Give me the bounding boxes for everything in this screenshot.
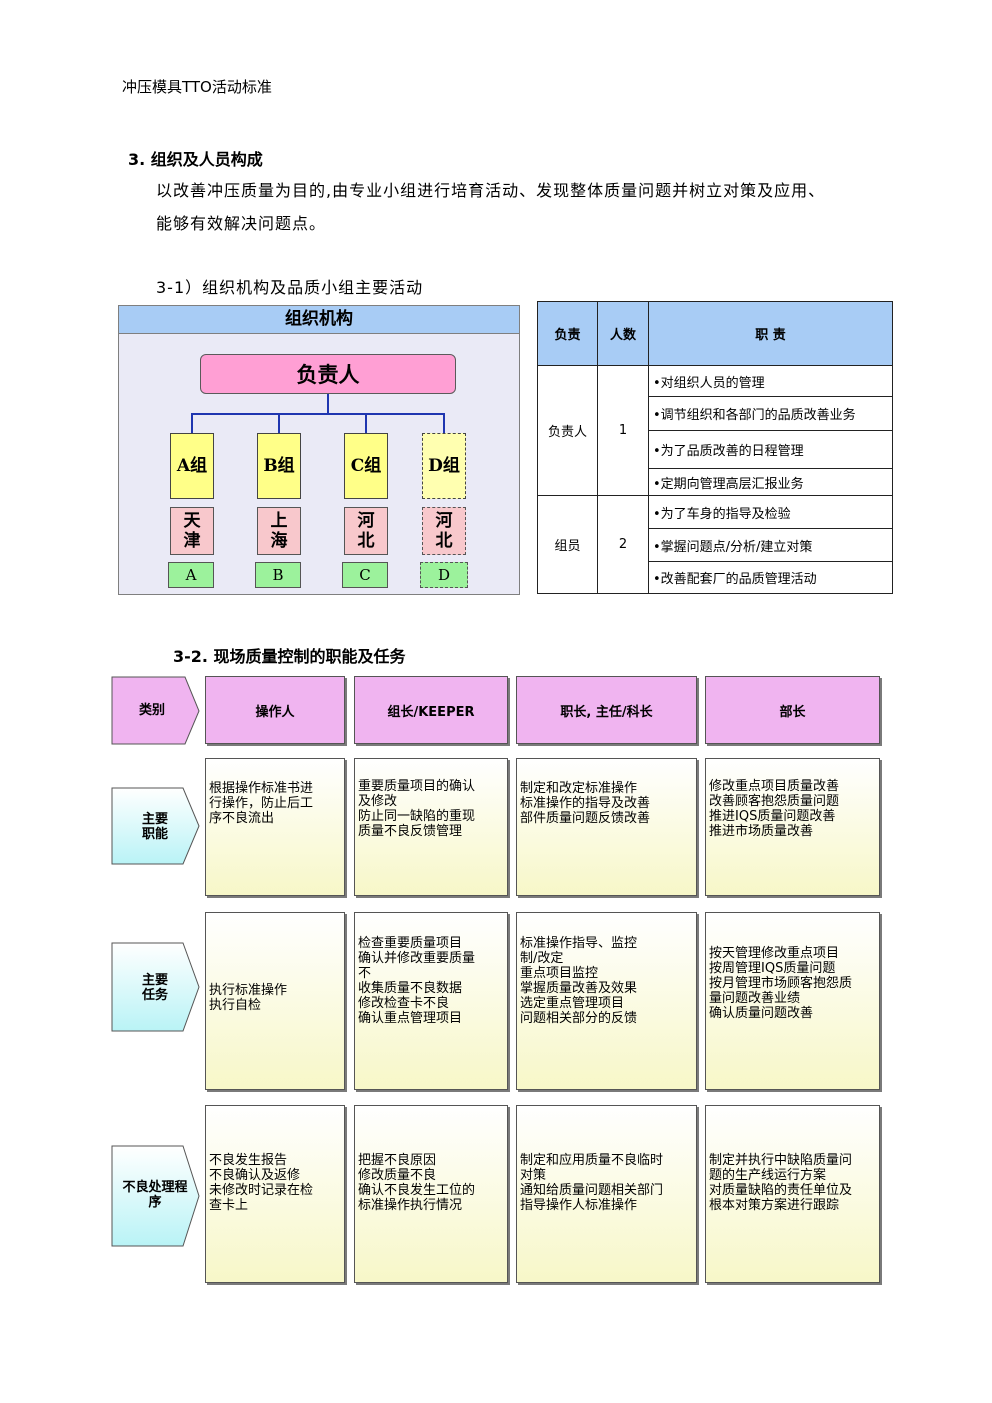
category-label: 类别: [138, 703, 165, 718]
group-a-city: 天津: [170, 507, 214, 555]
subsection-3-1-title: 3-1）组织机构及品质小组主要活动: [156, 278, 424, 297]
count-cell: 2: [597, 495, 649, 594]
cell-defect-operator: 不良发生报告 不良确认及返修 未修改时记录在检 查卡上: [205, 1105, 345, 1283]
row-arrow-icon: [111, 1145, 200, 1247]
column-header-chief: 职长, 主任/科长: [516, 676, 697, 744]
subsection-3-2-title: 3-2. 现场质量控制的职能及任务: [173, 647, 406, 666]
cell-defect-director: 制定并执行中缺陷质量问 题的生产线运行方案 对质量缺陷的责任单位及 根本对策方案…: [705, 1105, 880, 1283]
responsibility-table: 负责 人数 职 责 负责人 1 •对组织人员的管理 •调节组织和各部门的品质改善…: [537, 301, 893, 594]
group-c-city: 河北: [344, 507, 388, 555]
cell-function-chief: 制定和改定标准操作 标准操作的指导及改善 部件质量问题反馈改善: [516, 758, 697, 896]
cell-text: 重要质量项目的确认 及修改 防止同一缺陷的重现 质量不良反馈管理: [358, 779, 476, 839]
group-d-city: 河北: [422, 507, 466, 555]
duty-cell: •改善配套厂的品质管理活动: [648, 561, 893, 594]
cell-defect-leader: 把握不良原因 修改质量不良 确认不良发生工位的 标准操作执行情况: [354, 1105, 508, 1283]
group-a-code: A: [168, 562, 214, 588]
page-header: 冲压模具TTO活动标准: [122, 78, 272, 96]
role-cell: 负责人: [537, 365, 598, 496]
org-chart-title: 组织机构: [119, 306, 519, 334]
category-arrow-icon: [111, 676, 200, 745]
cell-task-operator: 执行标准操作 执行自检: [205, 912, 345, 1090]
cell-text: 按天管理修改重点项目 按周管理IQS质量问题 按月管理市场顾客抱怨质 量问题改善…: [709, 945, 853, 1021]
col-header-count: 人数: [597, 301, 649, 366]
cell-text: 把握不良原因 修改质量不良 确认不良发生工位的 标准操作执行情况: [358, 1153, 476, 1213]
connector-line: [191, 413, 445, 415]
connector-line: [327, 394, 329, 415]
cell-text: 执行标准操作 执行自检: [209, 983, 288, 1013]
row-arrow-icon: [111, 787, 200, 865]
intro-line-1: 以改善冲压质量为目的,由专业小组进行培育活动、发现整体质量问题并树立对策及应用、: [156, 181, 826, 200]
duty-cell: •定期向管理高层汇报业务: [648, 468, 893, 496]
count-cell: 1: [597, 365, 649, 496]
duty-cell: •为了车身的指导及检验: [648, 495, 893, 529]
column-header-leader: 组长/KEEPER: [354, 676, 508, 744]
duty-cell: •掌握问题点/分析/建立对策: [648, 528, 893, 562]
cell-text: 标准操作指导、监控 制/改定 重点项目监控 掌握质量改善及效果 选定重点管理项目…: [520, 936, 638, 1026]
cell-function-operator: 根据操作标准书进 行操作，防止后工 序不良流出: [205, 758, 345, 896]
row-arrow-icon: [111, 942, 200, 1032]
duty-cell: •为了品质改善的日程管理: [648, 430, 893, 469]
cell-function-leader: 重要质量项目的确认 及修改 防止同一缺陷的重现 质量不良反馈管理: [354, 758, 508, 896]
column-header-director: 部长: [705, 676, 880, 744]
cell-text: 制定和应用质量不良临时 对策 通知给质量问题相关部门 指导操作人标准操作: [520, 1153, 664, 1213]
cell-text: 修改重点项目质量改善 改善顾客抱怨质量问题 推进IQS质量问题改善 推进市场质量…: [709, 779, 840, 839]
cell-text: 根据操作标准书进 行操作，防止后工 序不良流出: [209, 780, 314, 826]
leader-box: 负责人: [200, 354, 456, 394]
group-b-box: B组: [257, 433, 301, 499]
cell-function-director: 修改重点项目质量改善 改善顾客抱怨质量问题 推进IQS质量问题改善 推进市场质量…: [705, 758, 880, 896]
intro-line-2: 能够有效解决问题点。: [156, 214, 327, 233]
cell-text: 制定和改定标准操作 标准操作的指导及改善 部件质量问题反馈改善: [520, 780, 651, 826]
duty-cell: •对组织人员的管理: [648, 365, 893, 397]
role-cell: 组员: [537, 495, 598, 594]
section-title: 3. 组织及人员构成: [128, 150, 263, 169]
connector-line: [191, 413, 193, 433]
cell-task-chief: 标准操作指导、监控 制/改定 重点项目监控 掌握质量改善及效果 选定重点管理项目…: [516, 912, 697, 1090]
connector-line: [365, 413, 367, 433]
col-header-duty: 职 责: [648, 301, 893, 366]
group-b-city: 上海: [257, 507, 301, 555]
cell-text: 不良发生报告 不良确认及返修 未修改时记录在检 查卡上: [209, 1153, 314, 1213]
cell-task-leader: 检查重要质量项目 确认并修改重要质量 不 收集质量不良数据 修改检查卡不良 确认…: [354, 912, 508, 1090]
group-a-box: A组: [170, 433, 214, 499]
group-c-box: C组: [344, 433, 388, 499]
connector-line: [443, 413, 445, 433]
group-d-box: D组: [422, 433, 466, 499]
cell-task-director: 按天管理修改重点项目 按周管理IQS质量问题 按月管理市场顾客抱怨质 量问题改善…: [705, 912, 880, 1090]
row-label-main-function: 主要 职能: [141, 812, 168, 842]
row-label-main-task: 主要 任务: [141, 973, 168, 1003]
group-b-code: B: [255, 562, 301, 588]
duty-cell: •调节组织和各部门的品质改善业务: [648, 396, 893, 431]
cell-defect-chief: 制定和应用质量不良临时 对策 通知给质量问题相关部门 指导操作人标准操作: [516, 1105, 697, 1283]
connector-line: [278, 413, 280, 433]
group-d-code: D: [420, 562, 468, 588]
org-chart: 组织机构 负责人 A组 B组 C组 D组 天津 上海 河北 河北 A B C D: [118, 305, 520, 595]
column-header-operator: 操作人: [205, 676, 345, 744]
col-header-role: 负责: [537, 301, 598, 366]
group-c-code: C: [342, 562, 388, 588]
cell-text: 制定并执行中缺陷质量问 题的生产线运行方案 对质量缺陷的责任单位及 根本对策方案…: [709, 1153, 853, 1213]
cell-text: 检查重要质量项目 确认并修改重要质量 不 收集质量不良数据 修改检查卡不良 确认…: [358, 936, 476, 1026]
row-label-defect-procedure: 不良处理程 序: [122, 1180, 188, 1210]
